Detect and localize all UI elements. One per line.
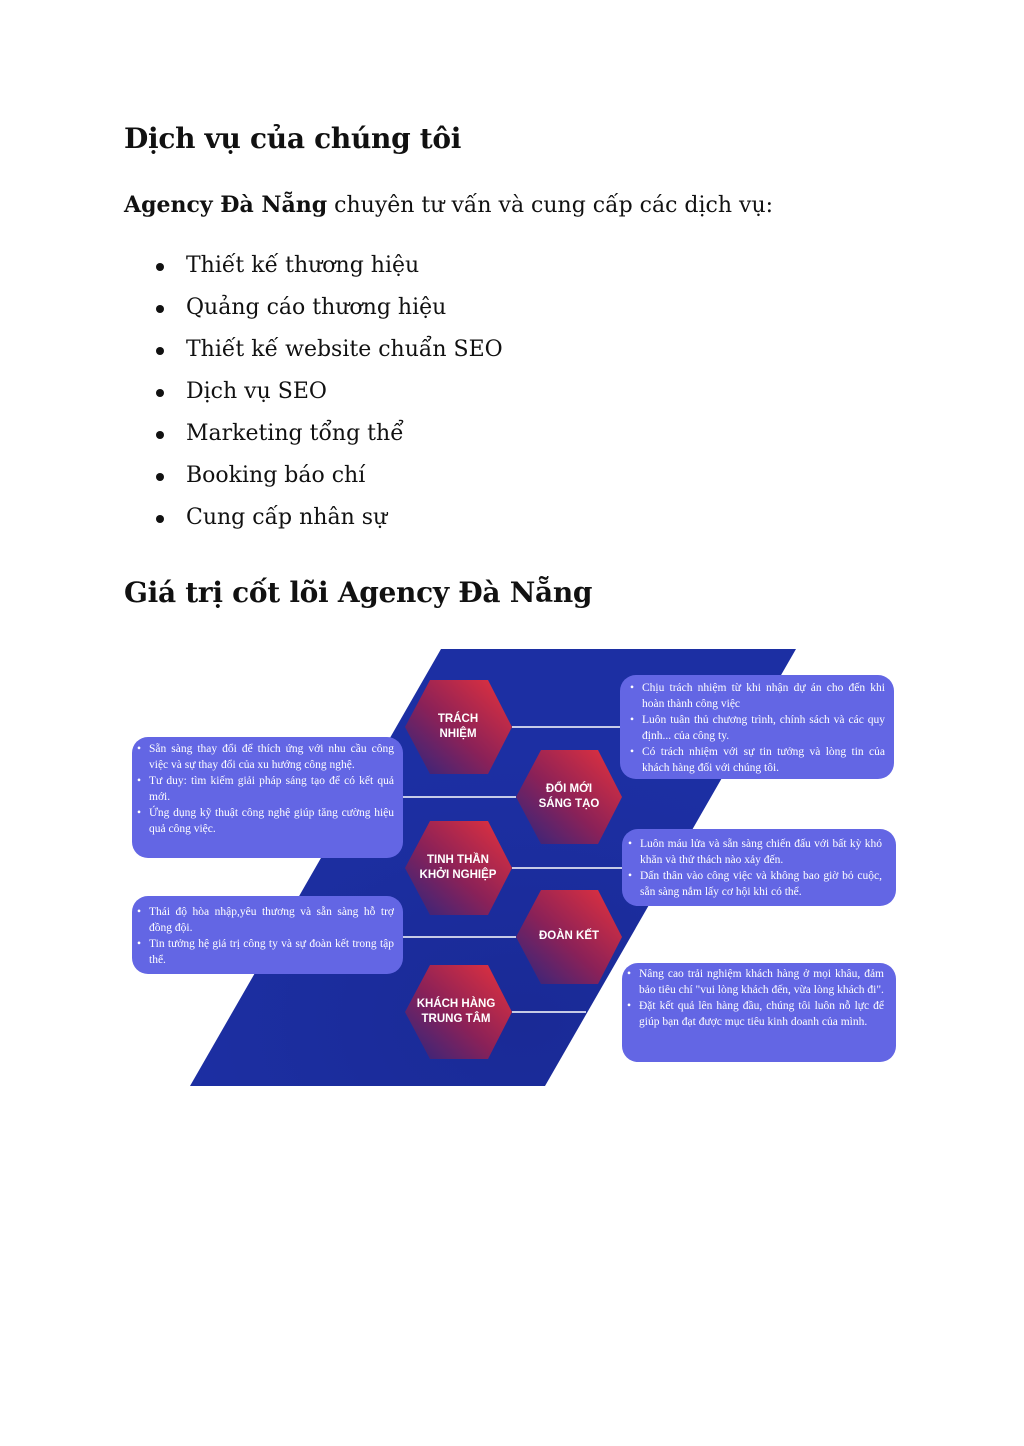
list-item: Nâng cao trải nghiệm khách hàng ở mọi kh… bbox=[627, 966, 884, 998]
list-item: Booking báo chí bbox=[124, 458, 503, 500]
hexagon-label-tinh-than: TINH THẦN KHỞI NGHIỆP bbox=[419, 854, 497, 881]
bullet-icon bbox=[156, 263, 164, 271]
list-item: Sẵn sàng thay đổi để thích ứng với nhu c… bbox=[137, 741, 394, 773]
value-card: Nâng cao trải nghiệm khách hàng ở mọi kh… bbox=[622, 963, 896, 1062]
value-card: Thái độ hòa nhập,yêu thương và sẵn sàng … bbox=[132, 896, 403, 974]
core-values-heading: Giá trị cốt lõi Agency Đà Nẵng bbox=[124, 576, 593, 609]
list-item: Tư duy: tìm kiếm giải pháp sáng tạo để c… bbox=[137, 773, 394, 805]
list-item: Quảng cáo thương hiệu bbox=[124, 290, 503, 332]
hexagon-label-khach-hang: KHÁCH HÀNG TRUNG TÂM bbox=[416, 998, 496, 1025]
list-item: Thái độ hòa nhập,yêu thương và sẵn sàng … bbox=[137, 904, 394, 936]
hexagon-shape bbox=[516, 750, 622, 844]
services-heading: Dịch vụ của chúng tôi bbox=[124, 122, 462, 155]
list-item: Dịch vụ SEO bbox=[124, 374, 503, 416]
services-intro: Agency Đà Nẵng chuyên tư vấn và cung cấp… bbox=[124, 192, 773, 218]
intro-text: chuyên tư vấn và cung cấp các dịch vụ: bbox=[327, 193, 774, 218]
list-item: Ứng dụng kỹ thuật công nghệ giúp tăng cư… bbox=[137, 805, 394, 837]
bullet-icon bbox=[156, 305, 164, 313]
list-item: Thiết kế thương hiệu bbox=[124, 248, 503, 290]
hexagon-label-trach-nhiem: TRÁCH NHIỆM bbox=[437, 713, 479, 740]
service-label: Marketing tổng thể bbox=[186, 421, 404, 446]
bullet-icon bbox=[156, 473, 164, 481]
list-item: Tin tưởng hệ giá trị công ty và sự đoàn … bbox=[137, 936, 394, 968]
bullet-icon bbox=[156, 515, 164, 523]
list-item: Có trách nhiệm với sự tin tưởng và lòng … bbox=[630, 744, 885, 776]
list-item: Luôn máu lửa và sẵn sàng chiến đấu với b… bbox=[628, 836, 882, 868]
service-label: Booking báo chí bbox=[186, 463, 366, 488]
service-label: Thiết kế website chuẩn SEO bbox=[186, 337, 503, 362]
intro-company-name: Agency Đà Nẵng bbox=[124, 192, 328, 218]
bullet-icon bbox=[156, 431, 164, 439]
list-item: Thiết kế website chuẩn SEO bbox=[124, 332, 503, 374]
hexagon-shape bbox=[405, 965, 512, 1059]
list-item: Luôn tuân thủ chương trình, chính sách v… bbox=[630, 712, 885, 744]
hexagon-shape bbox=[516, 890, 622, 984]
list-item: Marketing tổng thể bbox=[124, 416, 503, 458]
bullet-icon bbox=[156, 389, 164, 397]
blue-panel bbox=[190, 649, 796, 1086]
value-card: Luôn máu lửa và sẵn sàng chiến đấu với b… bbox=[622, 829, 896, 906]
list-item: Dấn thân vào công việc và không bao giờ … bbox=[628, 868, 882, 900]
bullet-icon bbox=[156, 347, 164, 355]
connector-lines bbox=[402, 726, 622, 1013]
service-label: Cung cấp nhân sự bbox=[186, 505, 388, 530]
service-label: Thiết kế thương hiệu bbox=[186, 253, 420, 278]
hexagon-shape bbox=[405, 680, 512, 774]
list-item: Đặt kết quả lên hàng đầu, chúng tôi luôn… bbox=[627, 998, 884, 1030]
hexagon-label-doi-moi: ĐỔI MỚI SÁNG TẠO bbox=[538, 783, 600, 810]
hexagon-shape bbox=[405, 821, 512, 915]
services-list: Thiết kế thương hiệu Quảng cáo thương hi… bbox=[124, 248, 503, 542]
value-card: Chịu trách nhiệm từ khi nhận dự án cho đ… bbox=[620, 675, 894, 779]
list-item: Chịu trách nhiệm từ khi nhận dự án cho đ… bbox=[630, 680, 885, 712]
list-item: Cung cấp nhân sự bbox=[124, 500, 503, 542]
value-card: Sẵn sàng thay đổi để thích ứng với nhu c… bbox=[132, 737, 403, 858]
service-label: Quảng cáo thương hiệu bbox=[186, 295, 447, 320]
hexagon-label-doan-ket: ĐOÀN KẾT bbox=[538, 930, 600, 942]
service-label: Dịch vụ SEO bbox=[186, 379, 327, 404]
